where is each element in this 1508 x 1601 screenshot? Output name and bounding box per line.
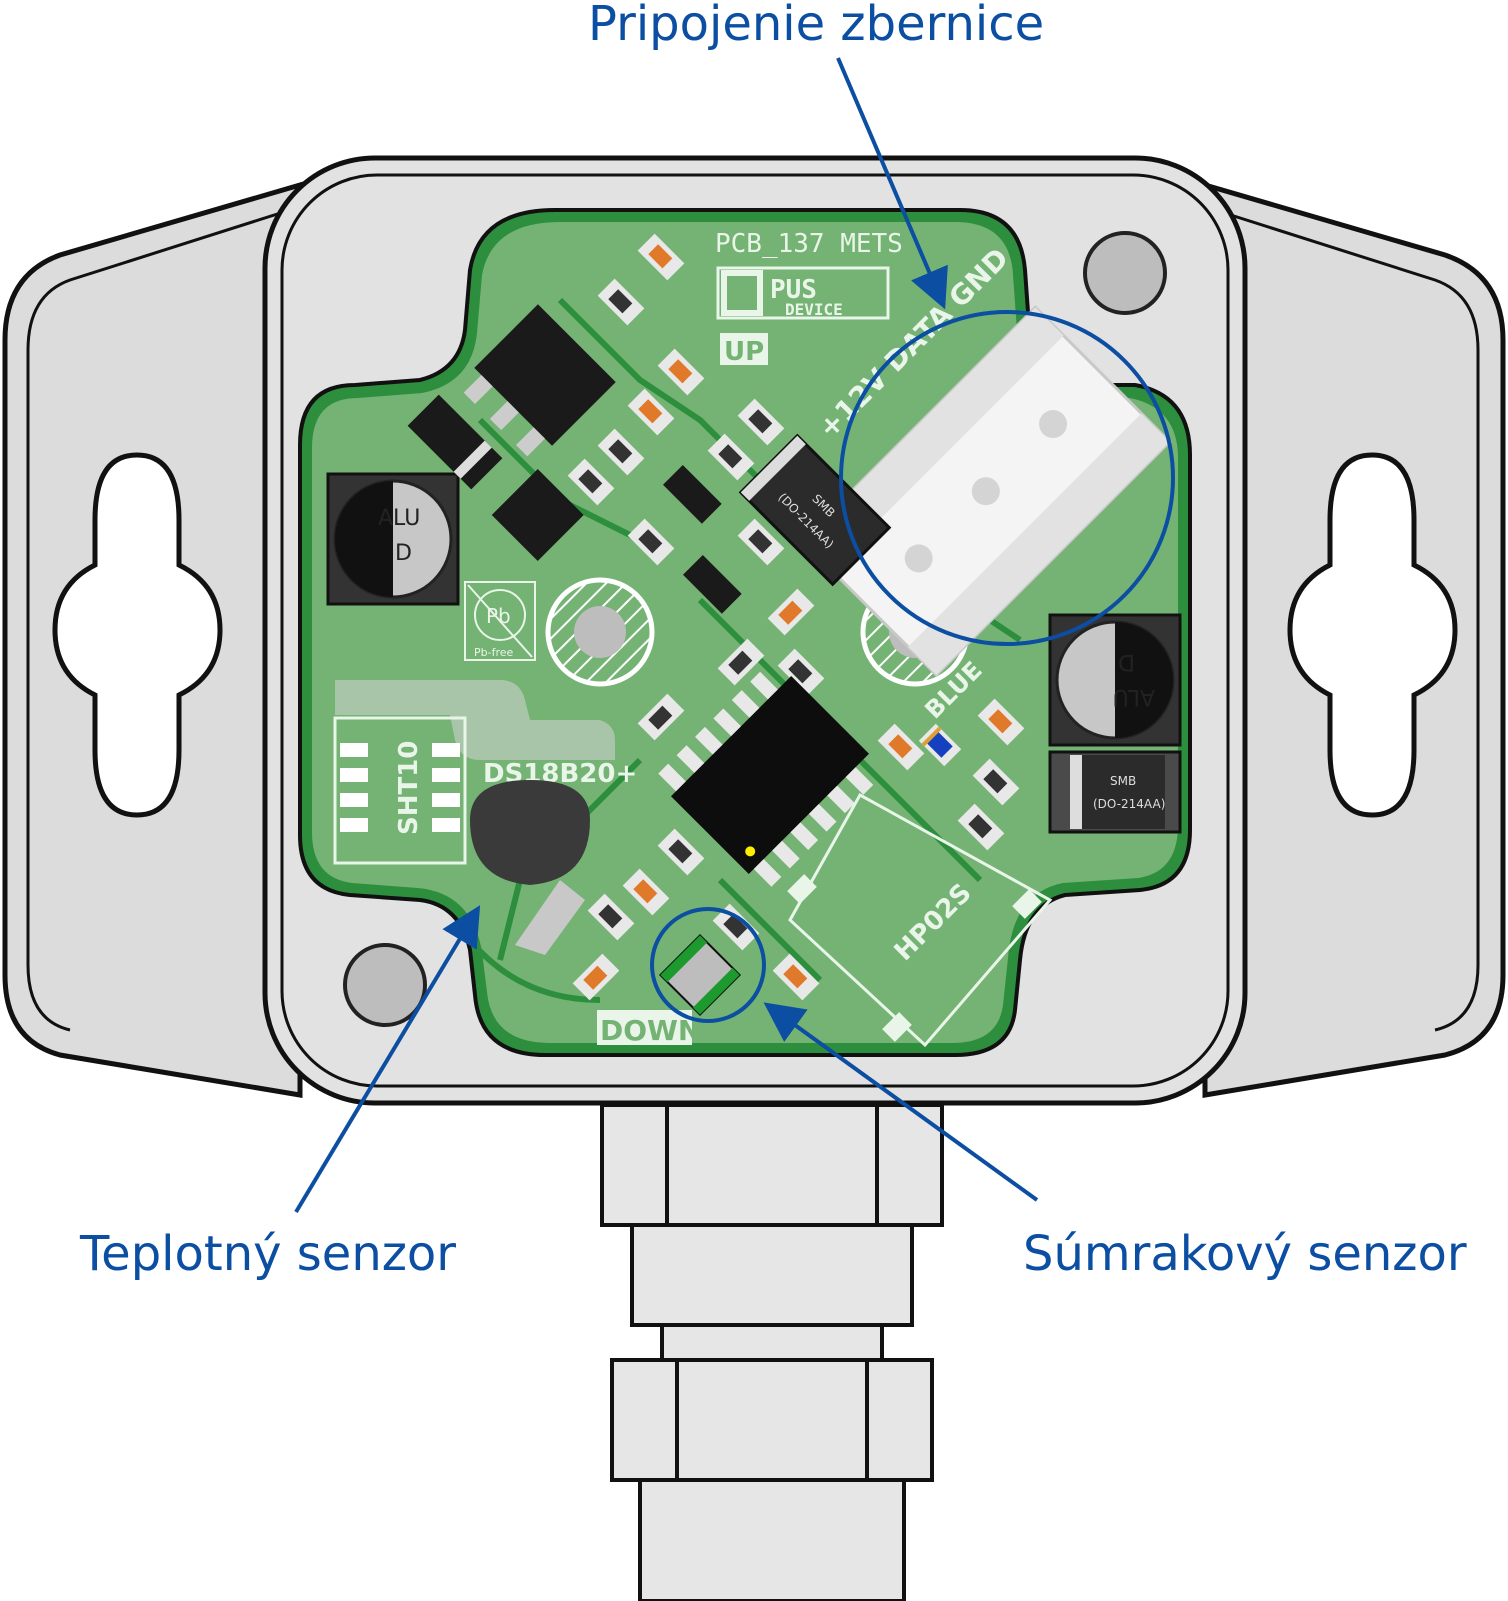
- sht10-label: SHT10: [394, 741, 424, 835]
- light-sensor-highlight-circle: [650, 907, 766, 1023]
- voltage-regulator: [463, 304, 616, 457]
- cap-right-label-1: ALU: [1113, 684, 1155, 709]
- transistor-1: [663, 465, 722, 524]
- cable-gland: [600, 1103, 944, 1601]
- temperature-sensor-callout: Teplotný senzor: [79, 1226, 456, 1282]
- ds18b20-sensor: [470, 780, 590, 955]
- twilight-sensor-callout: Súmrakový senzor: [1023, 1226, 1467, 1282]
- bus-connector-highlight-circle: [839, 310, 1175, 646]
- cap-left-label-1: ALU: [378, 506, 420, 531]
- diode-right-label-2: (DO-214AA): [1093, 797, 1165, 811]
- diode-right-label-1: SMB: [1110, 774, 1136, 788]
- down-label-box: [597, 1010, 692, 1045]
- capacitor-left: ALU D: [326, 472, 460, 606]
- sht10-silk-outline: [335, 680, 615, 760]
- blue-led: [918, 723, 962, 767]
- bus-connector: [799, 305, 1172, 678]
- up-label: UP: [724, 337, 764, 367]
- bus-connection-arrow: [836, 57, 948, 310]
- diode-smb-right: SMB (DO-214AA): [1048, 750, 1182, 834]
- capacitor-right: ALU D: [1048, 613, 1182, 747]
- pb-free-logo: Pb Pb-free: [464, 581, 536, 661]
- temperature-sensor-arrow: [294, 905, 481, 1214]
- sht10-sensor: SHT10: [333, 716, 467, 865]
- twilight-sensor-arrow: [763, 1002, 1039, 1202]
- transistor-2: [683, 555, 742, 614]
- screw-hole-top-right: [1083, 231, 1167, 315]
- cpus-logo: PUS DEVICE: [716, 266, 890, 320]
- down-label: DOWN: [600, 1014, 701, 1047]
- bus-connection-callout: Pripojenie zbernice: [588, 0, 1044, 52]
- light-sensor: [658, 933, 742, 1017]
- smd-resistors: [567, 233, 1025, 1001]
- cap-left-label-2: D: [395, 541, 412, 566]
- screw-hole-bottom-left: [343, 943, 427, 1027]
- smd-diode-1: [407, 394, 503, 490]
- cap-right-label-2: D: [1118, 649, 1135, 674]
- main-ic: [658, 671, 874, 887]
- smd-chip-1: [491, 469, 584, 561]
- brand-line-1: PUS: [770, 275, 817, 305]
- keyhole-slot-left: [52, 452, 223, 818]
- pcb-id-label: PCB_137 METS: [715, 229, 903, 259]
- pb-free-label: Pb-free: [474, 646, 514, 659]
- pb-label: Pb: [486, 604, 511, 628]
- brand-line-2: DEVICE: [785, 300, 843, 319]
- up-label-box: [720, 333, 768, 365]
- keyhole-slot-right: [1287, 452, 1458, 818]
